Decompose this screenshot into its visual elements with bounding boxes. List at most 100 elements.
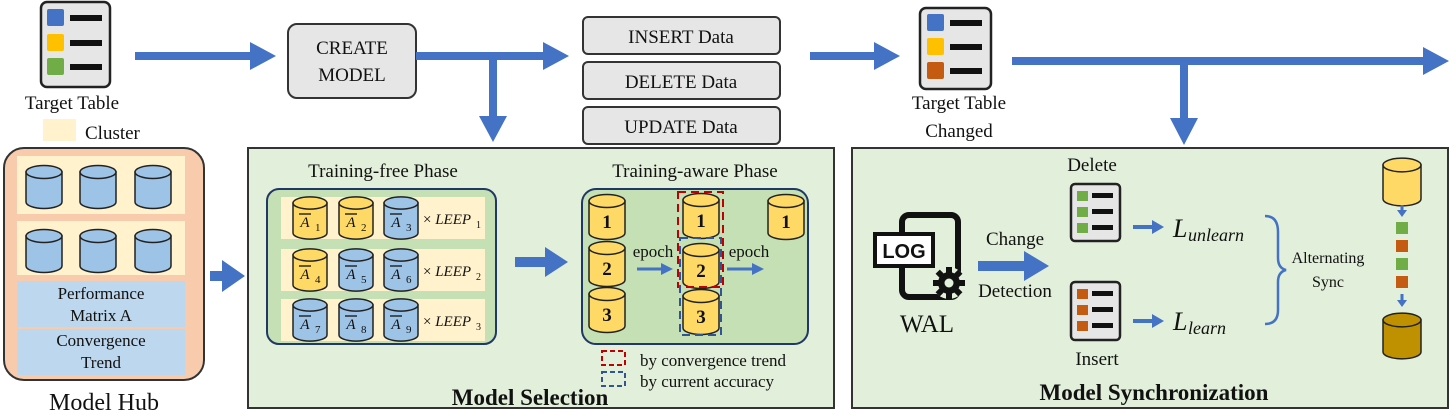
update-data-label: UPDATE Data	[624, 117, 738, 138]
convergence-line1: Convergence	[56, 331, 145, 350]
model-label-sub: 7	[315, 324, 321, 336]
change-detection-line2: Detection	[978, 281, 1052, 302]
model-label: A	[299, 267, 310, 283]
model-label: A	[345, 317, 356, 333]
model-label-sub: 5	[361, 274, 367, 286]
arrow-to-learn	[1133, 314, 1164, 328]
delete-data-box: DELETE Data	[582, 61, 781, 100]
aware-model-cylinder	[682, 288, 720, 336]
change-detection-line1: Change	[986, 229, 1044, 250]
create-model-line2: MODEL	[318, 65, 386, 86]
cluster-legend-label: Cluster	[85, 123, 141, 144]
aware-model-cylinder	[588, 286, 626, 334]
legend-blue-swatch	[601, 371, 626, 387]
epoch-arrow-2	[727, 263, 764, 275]
arrow-changed-onward	[1012, 47, 1449, 145]
aware-model-cylinder	[588, 240, 626, 288]
log-label: LOG	[882, 241, 925, 263]
training-aware-title: Training-aware Phase	[612, 161, 778, 182]
alternating-line1: Alternating	[1292, 250, 1365, 267]
aware-model-number: 1	[781, 212, 791, 233]
free-model-cylinder	[292, 196, 328, 240]
update-data-box: UPDATE Data	[582, 106, 781, 145]
model-label: A	[390, 215, 401, 231]
free-model-cylinder	[338, 248, 374, 292]
changed-label-line2: Changed	[925, 121, 993, 142]
arrow-down-to-selection	[479, 60, 507, 142]
cluster-legend: Cluster	[43, 119, 141, 144]
loss-learn: L learn	[1172, 307, 1226, 338]
aware-model-cylinder	[767, 193, 805, 241]
leep-score: × LEEP	[423, 264, 471, 280]
create-model-box: CREATE MODEL	[287, 23, 417, 99]
model-label-sub: 2	[361, 222, 367, 234]
free-model-cylinder	[338, 298, 374, 342]
wal-log-icon: LOG	[873, 212, 961, 300]
model-sync-title: Model Synchronization	[1040, 380, 1269, 405]
model-label: A	[345, 215, 356, 231]
aware-model-number: 2	[696, 261, 706, 282]
epoch-label-2: epoch	[729, 242, 770, 261]
performance-matrix-box	[17, 281, 185, 327]
loss-unlearn-sub: unlearn	[1188, 225, 1244, 245]
alternating-brace	[1264, 214, 1287, 326]
free-model-cylinder	[383, 196, 419, 240]
leep-score-sub: 3	[476, 322, 481, 333]
hub-model-cylinders	[25, 164, 172, 274]
target-table-icon	[39, 0, 112, 89]
training-free-title: Training-free Phase	[308, 161, 458, 182]
delete-data-label: DELETE Data	[625, 72, 738, 93]
model-label-sub: 6	[406, 274, 412, 286]
aware-model-number: 1	[602, 212, 612, 233]
changed-label-line1: Target Table	[912, 93, 1006, 114]
arrow-to-unlearn	[1133, 220, 1164, 234]
free-model-cylinder	[338, 196, 374, 240]
hub-model-cylinder	[134, 228, 172, 274]
model-label-sub: 4	[315, 274, 321, 286]
loss-learn-sub: learn	[1188, 318, 1226, 338]
aware-model-number: 2	[602, 259, 612, 280]
hub-model-cylinder	[79, 228, 117, 274]
model-label-sub: 3	[406, 222, 412, 234]
convergence-trend-selection	[677, 191, 724, 288]
model-label: A	[390, 317, 401, 333]
loss-unlearn: L unlearn	[1172, 214, 1244, 245]
leep-score: × LEEP	[423, 314, 471, 330]
leep-score-sub: 2	[476, 272, 481, 283]
aware-model-cylinder	[682, 242, 720, 290]
model-label: A	[299, 317, 310, 333]
arrow-hub-to-selection	[210, 260, 245, 292]
leep-score-sub: 1	[476, 220, 481, 231]
sync-current-model	[1382, 157, 1422, 207]
leep-score: × LEEP	[423, 212, 471, 228]
model-label: A	[299, 215, 310, 231]
alternating-line2: Sync	[1312, 274, 1344, 291]
insert-data-label: INSERT Data	[628, 27, 734, 48]
convergence-trend-box	[17, 329, 185, 375]
insert-label: Insert	[1075, 349, 1119, 370]
performance-line2: Matrix A	[70, 306, 133, 325]
legend-red-label: by convergence trend	[640, 351, 787, 370]
free-model-cylinder	[292, 298, 328, 342]
performance-line1: Performance	[58, 284, 145, 303]
hub-model-cylinder	[25, 228, 63, 274]
hub-model-cylinder	[25, 164, 63, 210]
insert-data-box: INSERT Data	[582, 16, 781, 55]
free-model-cylinder	[383, 248, 419, 292]
aware-model-number: 3	[696, 307, 706, 328]
model-label-sub: 1	[315, 222, 321, 234]
convergence-line2: Trend	[81, 353, 121, 372]
wal-label: WAL	[900, 311, 954, 338]
arrow-table-to-create	[135, 42, 276, 70]
gear-icon	[933, 267, 965, 299]
insert-table-icon	[1069, 280, 1122, 342]
current-accuracy-selection	[679, 237, 722, 336]
aware-model-cylinder	[682, 192, 720, 240]
free-model-cylinder	[383, 298, 419, 342]
arrow-create-to-ops	[416, 42, 569, 70]
hub-model-cylinder	[134, 164, 172, 210]
loss-learn-symbol: L	[1172, 307, 1187, 336]
